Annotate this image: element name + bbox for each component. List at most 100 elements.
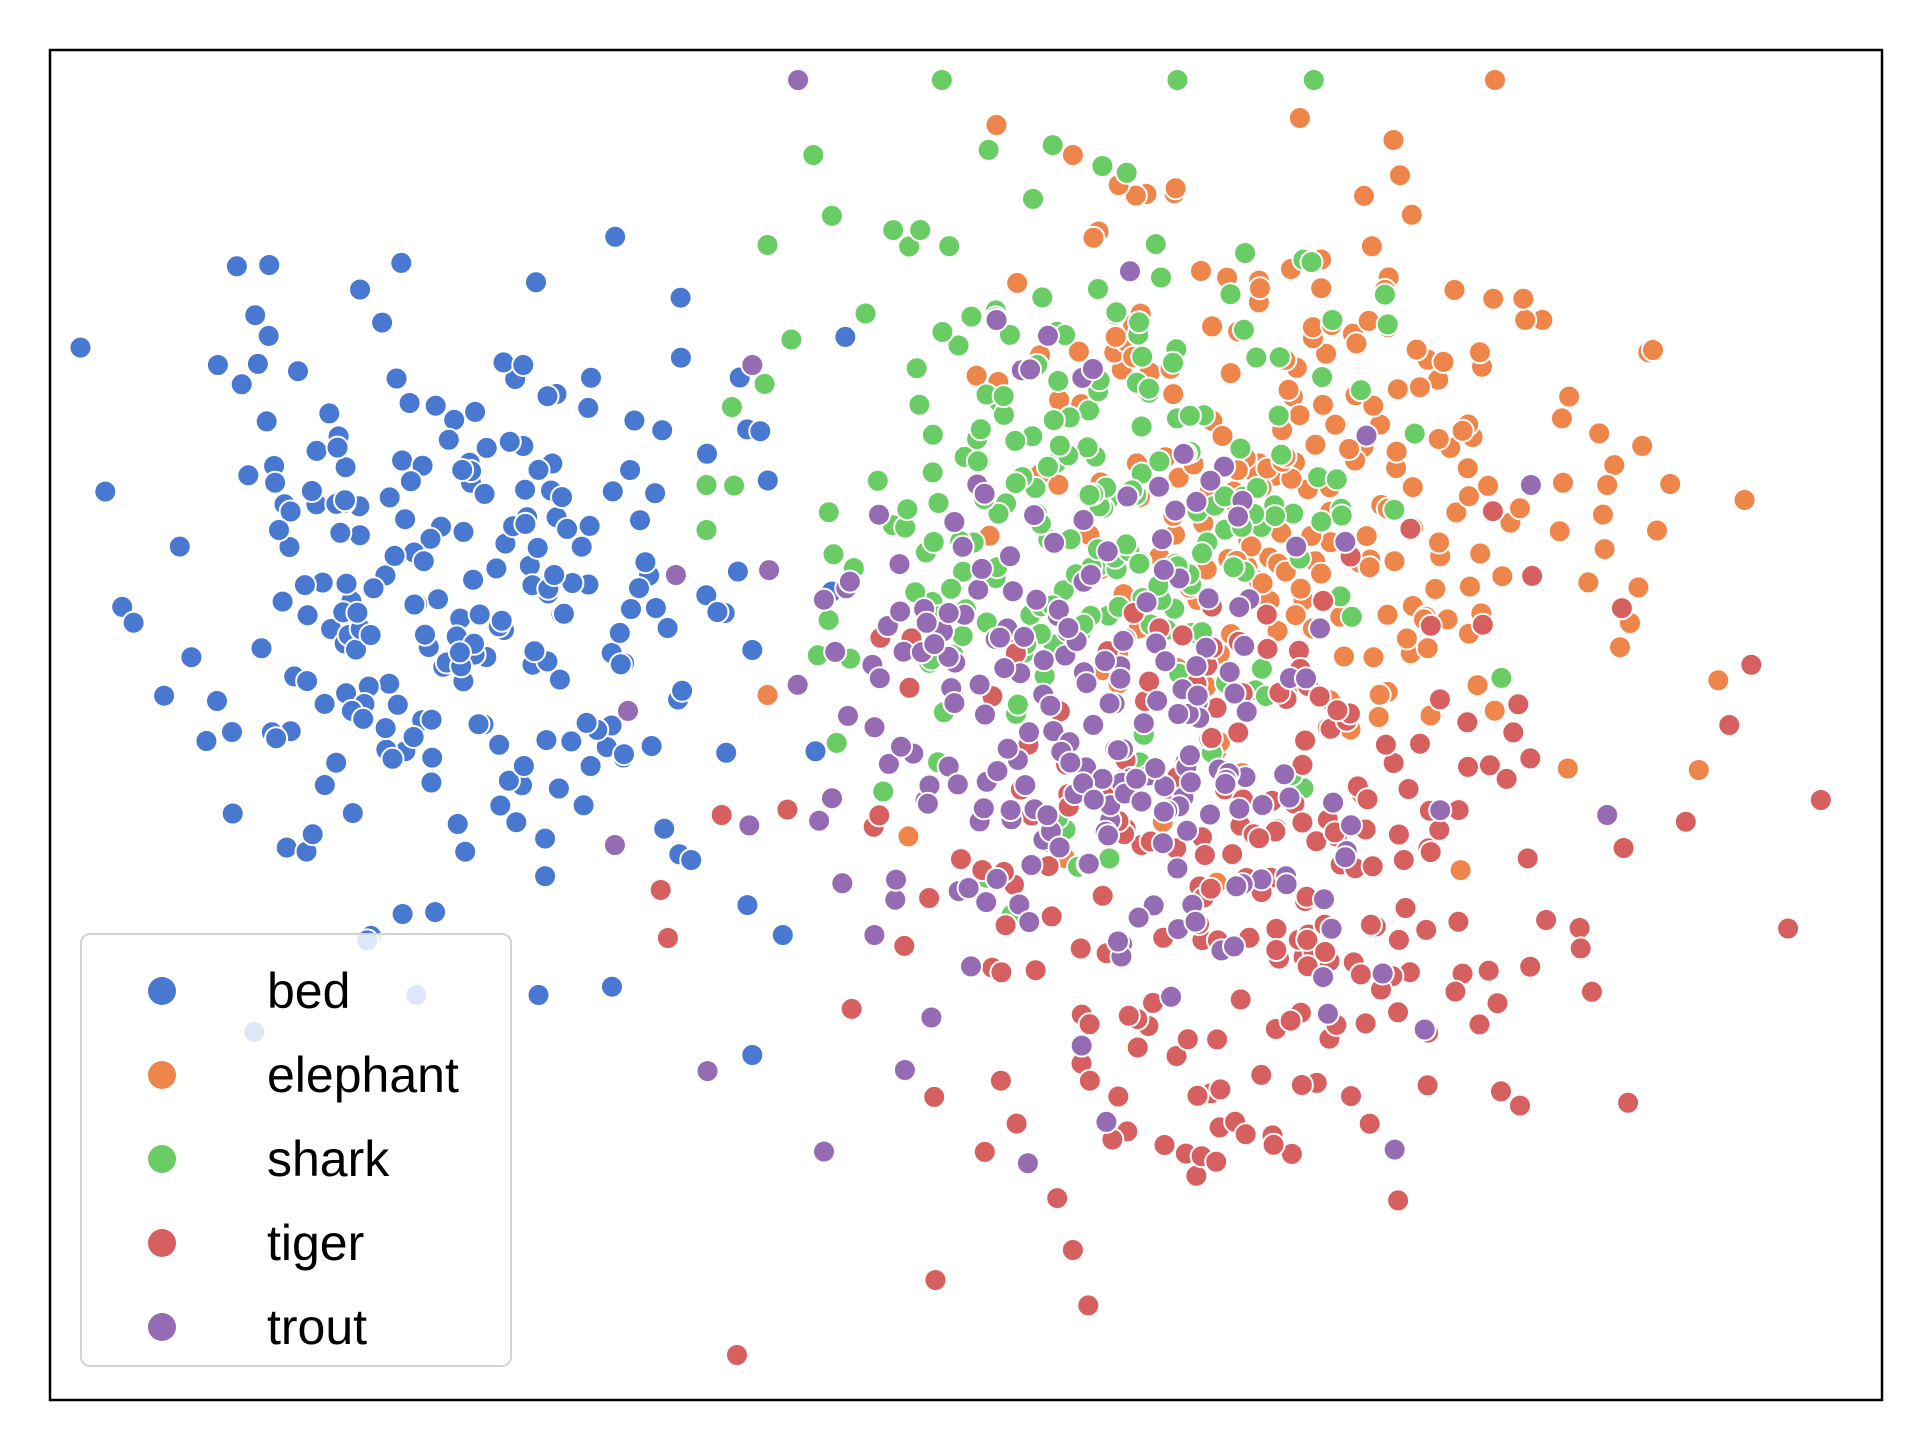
data-point-tiger: [1579, 979, 1604, 1004]
data-point-shark: [965, 449, 990, 474]
data-point-tiger: [1004, 1111, 1029, 1136]
data-point-shark: [819, 203, 844, 228]
data-point-bed: [345, 600, 370, 625]
data-point-trout: [1081, 712, 1106, 737]
data-point-bed: [390, 448, 415, 473]
data-point-bed: [705, 600, 730, 624]
data-point-bed: [633, 550, 658, 575]
data-point-shark: [752, 371, 777, 396]
data-point-trout: [812, 1139, 836, 1164]
data-point-bed: [670, 678, 695, 703]
data-point-tiger: [1518, 746, 1543, 771]
data-point-shark: [816, 500, 841, 525]
data-point-bed: [263, 470, 288, 495]
data-point-tiger: [1739, 652, 1764, 677]
data-point-tiger: [1456, 754, 1480, 779]
data-point-elephant: [1276, 377, 1301, 402]
data-point-elephant: [1555, 756, 1580, 781]
data-point-tiger: [917, 886, 942, 910]
data-point-bed: [393, 507, 418, 532]
data-point-shark: [1348, 378, 1373, 403]
data-point-bed: [578, 754, 603, 778]
data-point-tiger: [1446, 909, 1471, 934]
data-point-tiger: [1360, 854, 1385, 879]
data-point-bed: [450, 458, 475, 482]
data-point-bed: [324, 750, 349, 775]
data-point-shark: [779, 327, 804, 352]
data-point-bed: [300, 822, 325, 847]
data-point-tiger: [1467, 1012, 1492, 1037]
data-point-elephant: [1587, 421, 1612, 446]
data-point-elephant: [1415, 636, 1440, 661]
data-point-tiger: [1175, 1027, 1200, 1052]
data-point-tiger: [1339, 1084, 1363, 1109]
data-point-bed: [740, 638, 765, 662]
data-point-shark: [976, 137, 1001, 162]
data-point-elephant: [1549, 406, 1574, 431]
data-point-trout: [1095, 539, 1120, 564]
data-point-elephant: [1309, 561, 1334, 586]
data-point-bed: [292, 573, 317, 598]
data-point-tiger: [1226, 720, 1251, 745]
data-point-shark: [920, 422, 945, 447]
data-point-shark: [897, 234, 922, 259]
data-point-tiger: [1125, 1035, 1150, 1060]
data-point-bed: [489, 608, 514, 633]
data-point-trout: [1232, 633, 1257, 658]
data-point-trout: [1308, 616, 1332, 641]
data-point-trout: [1013, 773, 1038, 798]
data-point-shark: [908, 218, 933, 242]
legend-item-elephant: elephant: [82, 1033, 510, 1117]
data-point-elephant: [1218, 361, 1243, 386]
data-point-bed: [295, 669, 320, 694]
data-point-bed: [513, 511, 538, 536]
data-point-trout: [1175, 818, 1199, 843]
data-point-tiger: [1501, 720, 1526, 745]
data-point-tiger: [1518, 954, 1543, 979]
data-point-tiger: [1398, 516, 1423, 541]
data-point-shark: [1324, 467, 1349, 492]
data-point-trout: [966, 577, 991, 602]
legend-marker-trout: [148, 1313, 176, 1341]
data-point-trout: [1150, 831, 1175, 856]
data-point-tiger: [1489, 1079, 1513, 1104]
data-point-bed: [453, 839, 478, 864]
legend-label-tiger: tiger: [267, 1215, 365, 1271]
data-point-tiger: [1228, 987, 1253, 1012]
data-point-trout: [1382, 1137, 1407, 1162]
data-point-trout: [1096, 823, 1121, 848]
data-point-trout: [1234, 699, 1259, 724]
data-point-elephant: [1337, 437, 1362, 461]
data-point-elephant: [1513, 307, 1538, 332]
data-point-trout: [950, 534, 975, 559]
data-point-shark: [1097, 846, 1122, 871]
data-point-bed: [68, 335, 93, 360]
data-point-bed: [650, 418, 675, 443]
data-point-bed: [579, 365, 603, 390]
data-point-bed: [426, 587, 450, 612]
data-point-shark: [968, 417, 993, 442]
data-point-elephant: [1081, 225, 1106, 250]
data-point-shark: [865, 468, 890, 493]
data-point-tiger: [1325, 698, 1350, 723]
data-point-bed: [334, 571, 359, 596]
data-point-tiger: [1415, 1073, 1440, 1098]
data-point-bed: [382, 543, 407, 568]
data-point-elephant: [1309, 276, 1334, 301]
legend-marker-shark: [148, 1145, 176, 1173]
data-point-bed: [420, 745, 445, 770]
data-point-trout: [1078, 562, 1103, 587]
data-point-trout: [1222, 681, 1247, 706]
data-point-bed: [220, 801, 245, 826]
data-point-elephant: [1400, 475, 1425, 500]
data-point-bed: [576, 395, 601, 420]
data-point-trout: [1224, 874, 1249, 899]
data-point-elephant: [1455, 456, 1480, 481]
data-point-bed: [418, 526, 443, 551]
data-point-trout: [1315, 1001, 1340, 1026]
data-point-trout: [992, 656, 1017, 681]
data-point-bed: [333, 488, 357, 513]
data-point-tiger: [1348, 962, 1373, 987]
data-point-trout: [836, 703, 860, 728]
data-point-elephant: [1385, 377, 1410, 402]
